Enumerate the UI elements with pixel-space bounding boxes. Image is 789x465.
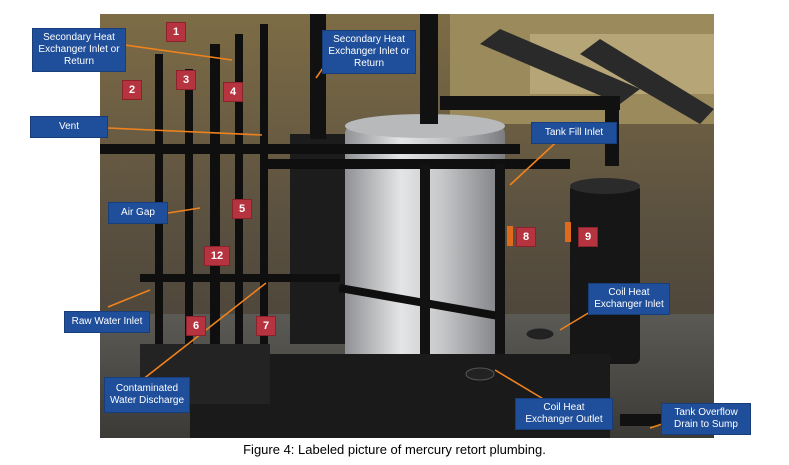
- label-coil-heat-exchanger-inlet: Coil Heat Exchanger Inlet: [588, 283, 670, 315]
- marker-6: 6: [186, 316, 206, 336]
- retort-photo: [100, 14, 714, 438]
- marker-8: 8: [516, 227, 536, 247]
- label-secondary-heat-exchanger-left: Secondary Heat Exchanger Inlet or Return: [32, 28, 126, 72]
- marker-1: 1: [166, 22, 186, 42]
- marker-4: 4: [223, 82, 243, 102]
- label-tank-overflow-drain: Tank Overflow Drain to Sump: [661, 403, 751, 435]
- label-secondary-heat-exchanger-right: Secondary Heat Exchanger Inlet or Return: [322, 30, 416, 74]
- marker-12: 12: [204, 246, 230, 266]
- retort-illustration: [100, 14, 714, 438]
- label-contaminated-water-discharge: Contaminated Water Discharge: [104, 377, 190, 413]
- marker-5: 5: [232, 199, 252, 219]
- label-air-gap: Air Gap: [108, 202, 168, 224]
- label-vent: Vent: [30, 116, 108, 138]
- marker-9: 9: [578, 227, 598, 247]
- marker-2: 2: [122, 80, 142, 100]
- label-tank-fill-inlet: Tank Fill Inlet: [531, 122, 617, 144]
- label-raw-water-inlet: Raw Water Inlet: [64, 311, 150, 333]
- marker-3: 3: [176, 70, 196, 90]
- figure-caption: Figure 4: Labeled picture of mercury ret…: [243, 442, 546, 457]
- marker-7: 7: [256, 316, 276, 336]
- label-coil-heat-exchanger-outlet: Coil Heat Exchanger Outlet: [515, 398, 613, 430]
